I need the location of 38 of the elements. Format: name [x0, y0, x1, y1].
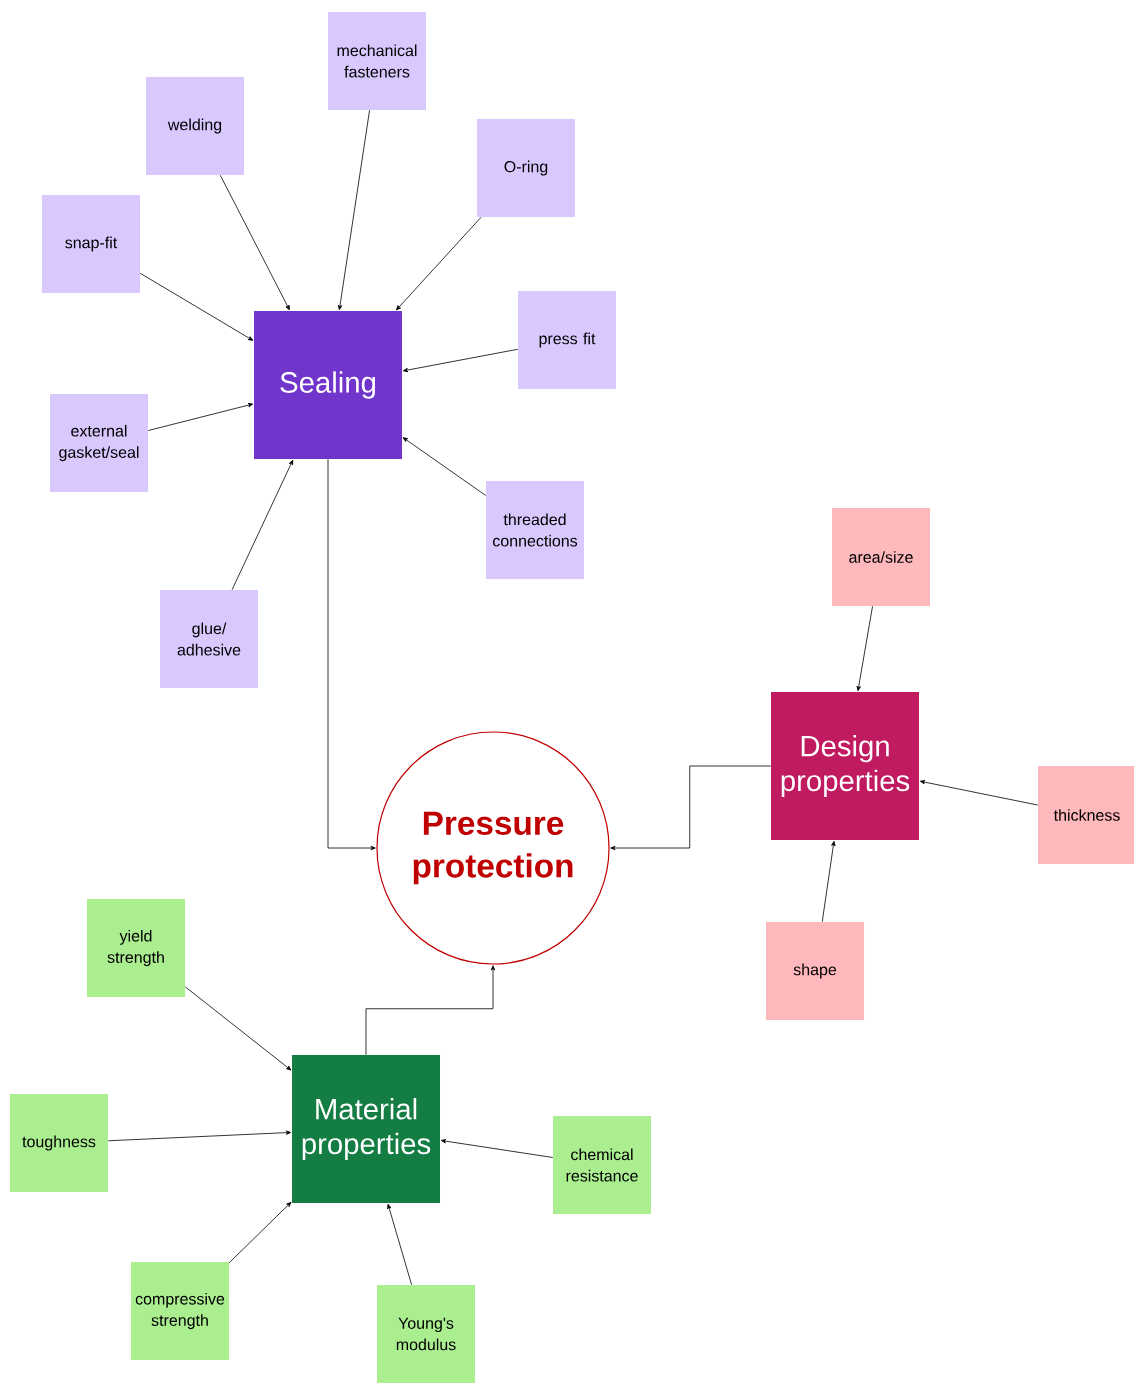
arrow: [337, 109, 370, 311]
sticky-note: glue/ adhesive: [160, 590, 258, 688]
arrow: [365, 965, 496, 1056]
sticky-note: Young's modulus: [377, 1285, 475, 1383]
arrow: [821, 840, 836, 923]
sticky-note: compressive strength: [131, 1262, 229, 1360]
sticky-note: snap-fit: [42, 195, 140, 293]
sticky-note: shape: [766, 922, 864, 1020]
sticky-note: mechanical fasteners: [328, 12, 426, 110]
sticky-note: press fit: [518, 291, 616, 389]
sticky-note: O-ring: [477, 119, 575, 217]
arrow: [440, 1139, 554, 1158]
sticky-note: welding: [146, 77, 244, 175]
sticky-note: yield strength: [87, 899, 185, 997]
sticky-note: threaded connections: [486, 481, 584, 579]
arrow: [231, 459, 294, 591]
arrow: [919, 780, 1039, 806]
arrow: [184, 986, 292, 1071]
arrow: [139, 272, 254, 341]
arrow: [219, 174, 290, 311]
arrow: [387, 1203, 412, 1286]
arrow: [327, 458, 376, 851]
arrow: [402, 437, 487, 496]
arrow: [228, 1201, 292, 1264]
sticky-note: toughness: [10, 1094, 108, 1192]
sticky-note: external gasket/seal: [50, 394, 148, 492]
topic-box: Material properties: [292, 1055, 440, 1203]
topic-box: Sealing: [254, 311, 402, 459]
topic-box: Design properties: [771, 692, 919, 840]
sticky-note: thickness: [1038, 766, 1134, 864]
arrow: [107, 1130, 292, 1142]
sticky-note: area/size: [832, 508, 930, 606]
arrow: [147, 403, 254, 431]
sticky-note: chemical resistance: [553, 1116, 651, 1214]
arrow: [402, 348, 519, 373]
arrow: [396, 216, 482, 311]
arrow: [856, 605, 873, 692]
arrow: [610, 765, 772, 851]
